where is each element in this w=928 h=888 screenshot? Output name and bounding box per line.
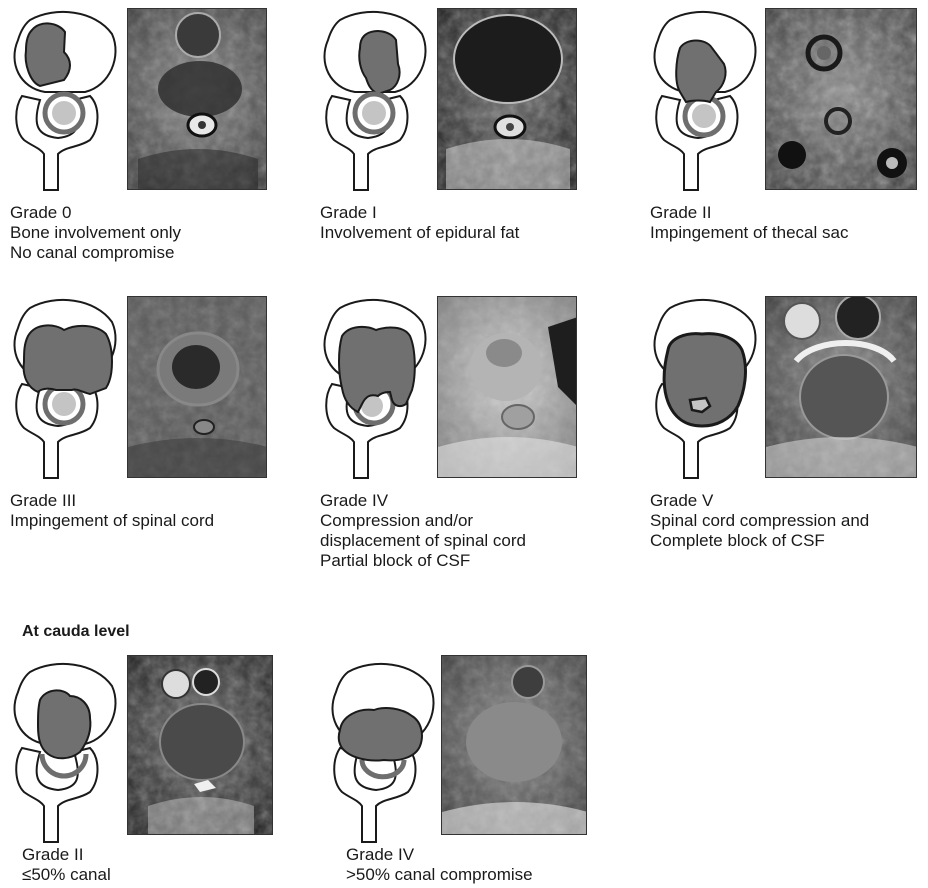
caption-grade-4: Grade IV Compression and/or displacement… xyxy=(320,491,526,571)
vertebra-schematic-grade-5 xyxy=(650,296,760,481)
grade-description: Compression and/or xyxy=(320,511,526,531)
tumor-mass xyxy=(24,325,112,394)
grade-description: Spinal cord compression and xyxy=(650,511,869,531)
grade-description: Involvement of epidural fat xyxy=(320,223,519,243)
tumor-mass xyxy=(26,23,70,86)
grade-label: Grade 0 xyxy=(10,203,181,223)
grade-description: Impingement of spinal cord xyxy=(10,511,214,531)
caption-grade-0: Grade 0 Bone involvement only No canal c… xyxy=(10,203,181,263)
caption-cauda-grade-4: Grade IV >50% canal compromise xyxy=(346,845,533,885)
vertebra-schematic-grade-3 xyxy=(10,296,120,481)
caption-grade-3: Grade III Impingement of spinal cord xyxy=(10,491,214,531)
spinal-cord xyxy=(692,104,716,128)
caption-cauda-grade-2: Grade II ≤50% canal xyxy=(22,845,111,885)
spinal-cord xyxy=(52,101,76,125)
caption-grade-1: Grade I Involvement of epidural fat xyxy=(320,203,519,243)
vertebra-schematic-grade-4 xyxy=(320,296,430,481)
grade-label: Grade II xyxy=(22,845,111,865)
grade-label: Grade IV xyxy=(346,845,533,865)
grade-label: Grade III xyxy=(10,491,214,511)
vertebra-schematic-grade-1 xyxy=(320,8,430,193)
tumor-mass xyxy=(664,334,745,426)
grade-description: ≤50% canal xyxy=(22,865,111,885)
vertebra-schematic-cauda-grade-4 xyxy=(328,660,438,845)
mri-image-cauda-grade-4 xyxy=(441,655,587,835)
caption-grade-5: Grade V Spinal cord compression and Comp… xyxy=(650,491,869,551)
grade-description: displacement of spinal cord xyxy=(320,531,526,551)
grade-label: Grade IV xyxy=(320,491,526,511)
grade-description: >50% canal compromise xyxy=(346,865,533,885)
grade-label: Grade I xyxy=(320,203,519,223)
spinal-cord xyxy=(362,101,386,125)
grade-description: Bone involvement only xyxy=(10,223,181,243)
grade-label: Grade II xyxy=(650,203,848,223)
mri-image-grade-3 xyxy=(127,296,267,478)
vertebra-schematic-grade-0 xyxy=(10,8,120,193)
grade-description: Impingement of thecal sac xyxy=(650,223,848,243)
vertebra-schematic-grade-2 xyxy=(650,8,760,193)
grade-description: Complete block of CSF xyxy=(650,531,869,551)
spinal-cord xyxy=(52,392,76,416)
mri-image-grade-5 xyxy=(765,296,917,478)
grade-description: Partial block of CSF xyxy=(320,551,526,571)
mri-image-cauda-grade-2 xyxy=(127,655,273,835)
mri-image-grade-1 xyxy=(437,8,577,190)
mri-image-grade-4 xyxy=(437,296,577,478)
grade-label: Grade V xyxy=(650,491,869,511)
tumor-mass xyxy=(38,690,90,758)
mri-image-grade-2 xyxy=(765,8,917,190)
vertebra-schematic-cauda-grade-2 xyxy=(10,660,120,845)
tumor-mass xyxy=(339,708,422,761)
section-heading-cauda-level: At cauda level xyxy=(22,623,130,641)
caption-grade-2: Grade II Impingement of thecal sac xyxy=(650,203,848,243)
mri-image-grade-0 xyxy=(127,8,267,190)
grade-description: No canal compromise xyxy=(10,243,181,263)
